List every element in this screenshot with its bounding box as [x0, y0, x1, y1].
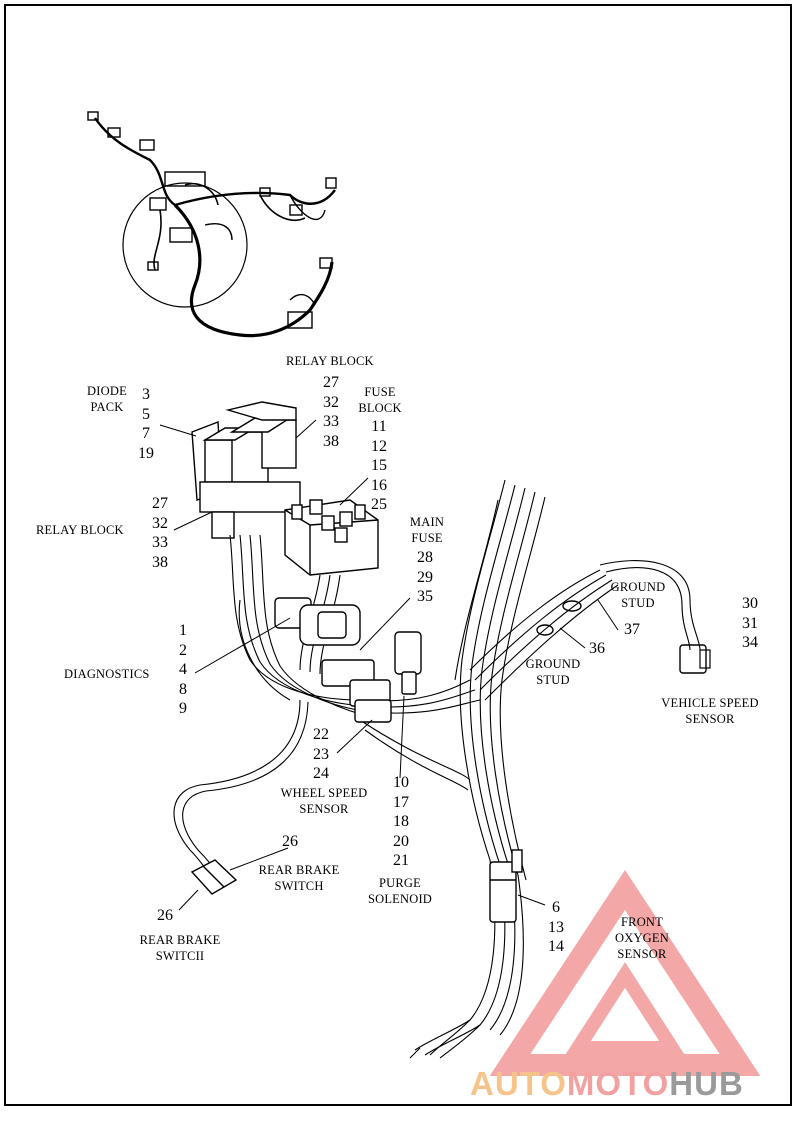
fuse-block: [284, 499, 379, 576]
label-fuse-block: FUSE BLOCK: [358, 385, 402, 415]
label-rear-brake-switch-upper: REAR BRAKE SWITCH: [258, 863, 340, 893]
front-oxygen-connector: [489, 849, 523, 923]
harness-overview: [87, 111, 337, 338]
label-ground-stud-lower: GROUND STUD: [525, 657, 581, 687]
callout-rear-brake-switch-lower: 26: [157, 907, 173, 924]
relay-harness: [173, 534, 481, 876]
drawing-frame: [4, 4, 792, 1106]
callout-ground-stud-upper: 37: [624, 621, 640, 638]
callout-ground-stud-lower: 36: [589, 640, 605, 657]
label-diagnostics: DIAGNOSTICS: [64, 667, 150, 681]
leader-lines: [159, 419, 619, 911]
rear-brake-switch-connector: [190, 859, 238, 895]
branch-vehicle-speed: [469, 560, 711, 701]
label-purge-solenoid: PURGE SOLENOID: [367, 876, 433, 906]
diagnostics-connector: [274, 597, 361, 646]
label-main-fuse: MAIN FUSE: [409, 515, 445, 545]
main-fuse-connectors: [321, 631, 422, 723]
relay-block-assembly: [191, 401, 301, 539]
label-ground-stud-upper: GROUND STUD: [610, 580, 666, 610]
label-relay-block-top: RELAY BLOCK: [286, 354, 374, 368]
watermark-triangle-icon: [489, 869, 761, 1076]
main-harness-bundle: [409, 479, 546, 1059]
watermark-logo: AUTOMOTOHUB: [470, 1062, 795, 1106]
label-vehicle-speed-sensor: VEHICLE SPEED SENSOR: [661, 696, 759, 726]
label-wheel-speed-sensor: WHEEL SPEED SENSOR: [280, 786, 368, 816]
watermark-auto: AUTO: [470, 1065, 567, 1102]
watermark-hub: HUB: [669, 1065, 744, 1102]
label-rear-brake-switch-lower: REAR BRAKE SWITCII: [139, 933, 221, 963]
callout-rear-brake-switch-upper: 26: [282, 833, 298, 850]
label-relay-block-left: RELAY BLOCK: [36, 523, 124, 537]
watermark-moto: MOTO: [566, 1065, 670, 1102]
label-diode-pack: DIODE PACK: [87, 384, 127, 414]
label-front-oxygen-sensor: FRONT OXYGEN SENSOR: [615, 915, 669, 961]
